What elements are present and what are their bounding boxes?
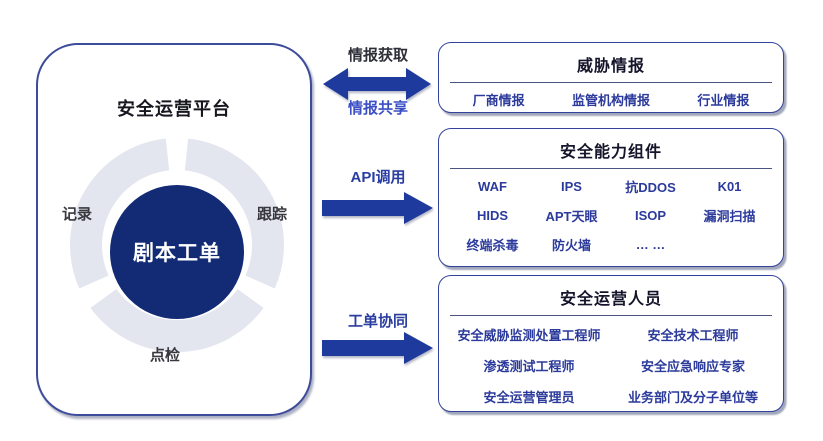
box-item: 行业情报 — [697, 93, 750, 108]
box-item: 抗DDOS — [625, 180, 676, 195]
playbook-donut-chart: 剧本工单 — [70, 138, 284, 352]
box-item: 防火墙 — [551, 238, 591, 253]
box-item: HIDS — [476, 208, 509, 223]
divider — [450, 315, 772, 316]
ticket-collab-label: 工单协同 — [347, 313, 408, 330]
box-item: 厂商情报 — [472, 93, 525, 108]
box-item: ISOP — [634, 208, 667, 223]
box-item: … … — [635, 237, 666, 252]
box-item: 业务部门及分子单位等 — [627, 390, 758, 405]
double-arrow-icon — [323, 68, 431, 100]
box-item: 安全威胁监测处置工程师 — [457, 328, 601, 343]
ring-segment-right — [184, 138, 284, 289]
box-item: 终端杀毒 — [466, 238, 519, 253]
personnel-title: 安全运营人员 — [559, 291, 662, 308]
threat-intel-title: 威胁情报 — [576, 58, 645, 75]
right-arrow-icon — [322, 332, 433, 364]
ring-label-record: 记录 — [61, 206, 92, 223]
api-call-label: API调用 — [350, 169, 406, 186]
divider — [450, 82, 772, 83]
threat-intel-box: 威胁情报 厂商情报 监管机构情报 行业情报 — [438, 42, 784, 113]
playbook-center-circle — [110, 185, 244, 319]
donut-ring — [70, 138, 284, 352]
box-item: 监管机构情报 — [571, 93, 650, 108]
intel-acquire-label: 情报获取 — [347, 47, 408, 64]
ring-label-inspect: 点检 — [149, 347, 180, 364]
capability-box: 安全能力组件 WAF IPS 抗DDOS K01 HIDS APT天眼 ISOP… — [438, 128, 784, 267]
platform-title: 安全运营平台 — [117, 99, 231, 119]
box-item: K01 — [717, 179, 742, 194]
box-item: 渗透测试工程师 — [483, 359, 575, 374]
ring-segment-bottom — [90, 288, 264, 352]
box-item: 安全技术工程师 — [647, 328, 739, 343]
box-item: WAF — [478, 179, 507, 194]
intel-share-label: 情报共享 — [347, 100, 408, 117]
box-item: IPS — [561, 179, 582, 194]
playbook-center-label: 剧本工单 — [133, 241, 221, 265]
capability-title: 安全能力组件 — [559, 144, 662, 161]
box-item: 漏洞扫描 — [703, 209, 756, 224]
ring-segment-left — [70, 138, 170, 289]
box-item: APT天眼 — [545, 209, 598, 224]
ring-label-track: 跟踪 — [256, 206, 287, 223]
divider — [450, 168, 772, 169]
box-item: 安全运营管理员 — [483, 390, 575, 405]
box-item: 安全应急响应专家 — [640, 359, 745, 374]
personnel-box: 安全运营人员 安全威胁监测处置工程师 安全技术工程师 渗透测试工程师 安全应急响… — [438, 275, 784, 412]
right-arrow-icon — [322, 192, 433, 224]
